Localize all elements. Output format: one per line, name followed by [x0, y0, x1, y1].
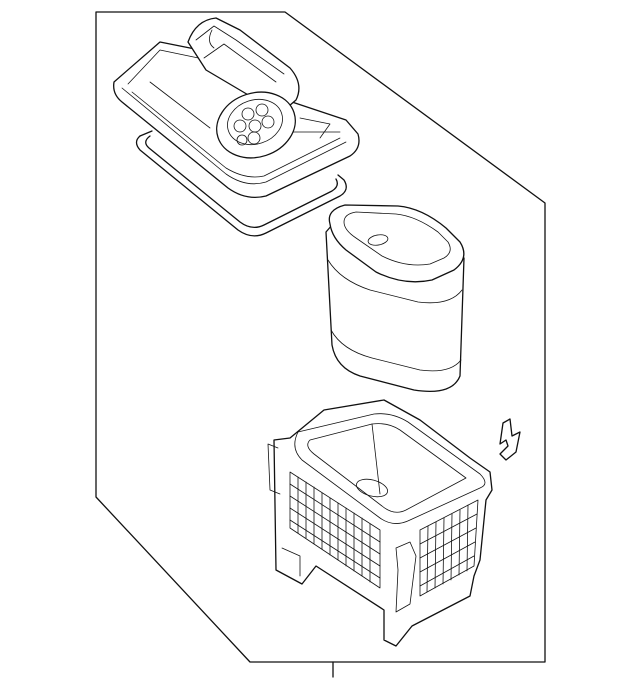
housing-mesh-right — [419, 499, 479, 597]
lower-housing — [267, 399, 493, 647]
cover-gasket — [135, 130, 347, 237]
diagram-frame — [95, 11, 546, 678]
clip — [499, 418, 521, 461]
housing-mesh-left — [289, 471, 381, 589]
upper-cover — [113, 17, 360, 199]
filter-element — [325, 204, 465, 393]
